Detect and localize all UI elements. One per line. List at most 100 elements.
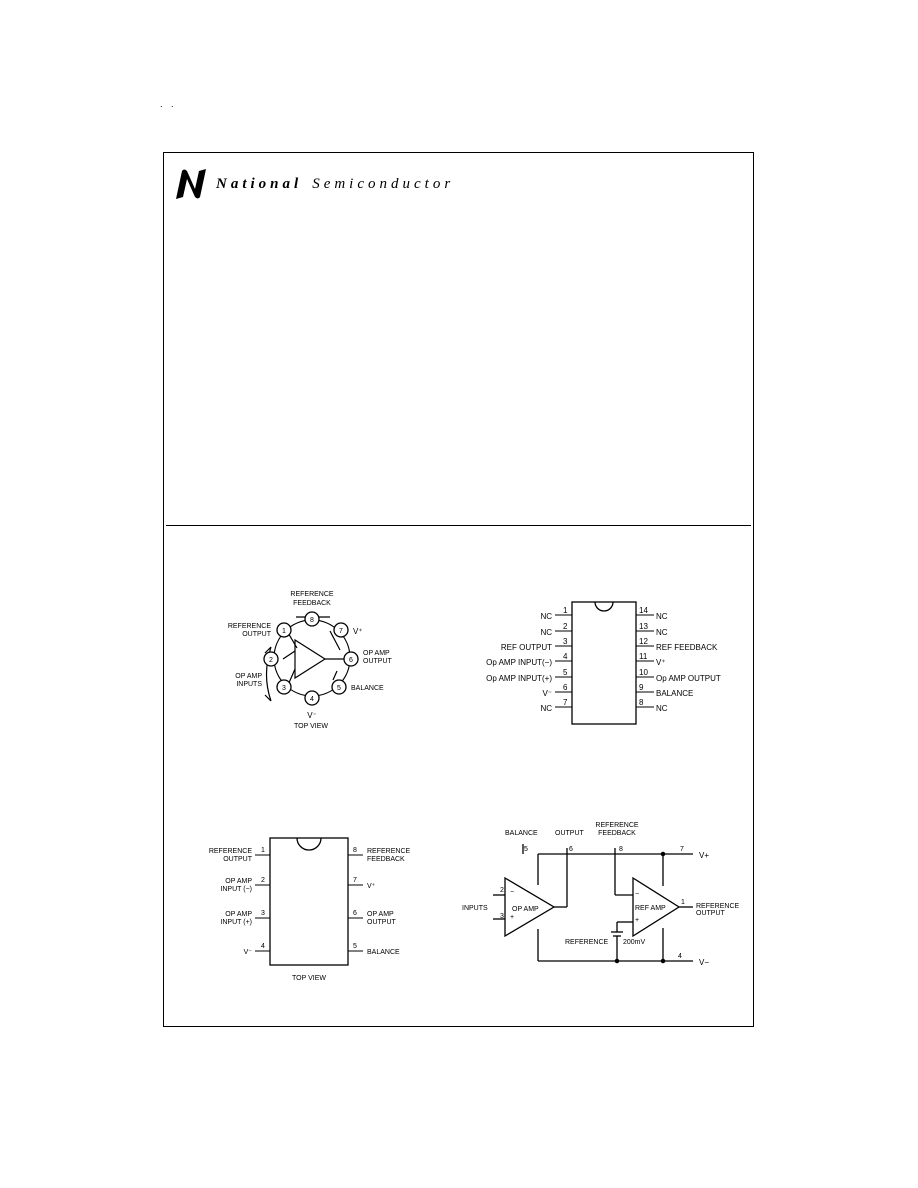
sch-pin2: 2 [500, 887, 504, 894]
round-package-diagram: REFERENCE FEEDBACK REFERENCE OUTPUT V⁺ O… [228, 591, 393, 730]
dip14-label-12: REF FEEDBACK [656, 643, 718, 652]
dip8-label-2a: OP AMP [225, 878, 252, 885]
dip8-label-8b: FEEDBACK [367, 856, 405, 863]
dip8-label-1b: OUTPUT [223, 856, 253, 863]
pin-5: 5 [337, 685, 341, 692]
dip8-label-4a: V⁻ [244, 949, 253, 956]
dip14-label-11: V⁺ [656, 658, 666, 667]
sch-ref-feedback-2: FEEDBACK [598, 830, 636, 837]
label-ref-feedback-2: FEEDBACK [293, 600, 331, 607]
corner-mark: . . [160, 99, 177, 109]
dip14-pin-11: 11 [639, 652, 648, 661]
dip8-pin-5: 5 [353, 943, 357, 950]
label-op-out-1: OP AMP [363, 650, 390, 657]
sch-pin3: 3 [500, 913, 504, 920]
label-balance: BALANCE [351, 685, 384, 692]
dip14-pin-8: 8 [639, 698, 644, 707]
dip14-body [571, 601, 637, 725]
brand-name-regular: Semiconductor [312, 175, 455, 192]
section-divider [166, 525, 751, 526]
brand-name: National Semiconductor [216, 176, 454, 193]
pin-6: 6 [349, 657, 353, 664]
label-vminus: V⁻ [307, 711, 317, 720]
sch-refamp-plus: + [635, 917, 639, 924]
dip8-pin-8: 8 [353, 847, 357, 854]
label-ref-output-1: REFERENCE [228, 623, 272, 630]
dip14-label-3: REF OUTPUT [501, 643, 552, 652]
label-top-view: TOP VIEW [294, 723, 328, 730]
dip14-pin-1: 1 [563, 606, 568, 615]
dip14-pin-5: 5 [563, 668, 568, 677]
dip14-pin-6: 6 [563, 683, 568, 692]
sch-op-amp: OP AMP [512, 906, 539, 913]
sch-wiring [493, 844, 693, 964]
dip14-pin-13: 13 [639, 622, 648, 631]
sch-pin5: 5 [524, 846, 528, 853]
dip8-pin-3: 3 [261, 910, 265, 917]
sch-output: OUTPUT [555, 830, 585, 837]
dip8-notch [296, 837, 322, 851]
dip14-notch [594, 601, 614, 612]
pin-3: 3 [282, 685, 286, 692]
dip8-label-6a: OP AMP [367, 911, 394, 918]
dip8-pin-2: 2 [261, 877, 265, 884]
dip14-label-1: NC [540, 612, 552, 621]
sch-refamp-minus: − [635, 891, 639, 898]
sch-pin4: 4 [678, 953, 682, 960]
sch-ref-output-2: OUTPUT [696, 910, 726, 917]
schematic-diagram: BALANCE OUTPUT REFERENCE FEEDBACK 5 6 8 … [462, 822, 740, 967]
dip8-diagram: 1 REFERENCE OUTPUT 2 OP AMP INPUT (−) 3 … [209, 837, 411, 982]
dip14-pin-2: 2 [563, 622, 568, 631]
pin-4: 4 [310, 696, 314, 703]
dip8-label-5a: BALANCE [367, 949, 400, 956]
dip14-label-7: NC [540, 704, 552, 713]
dip14-pin-4: 4 [563, 652, 568, 661]
dip8-pin-6: 6 [353, 910, 357, 917]
dip14-pin-12: 12 [639, 637, 648, 646]
sch-ref-output-1: REFERENCE [696, 903, 740, 910]
label-vplus: V⁺ [353, 627, 363, 636]
sch-vminus: V− [699, 958, 709, 967]
datasheet-frame: National Semiconductor [163, 152, 754, 1027]
dip14-pin-10: 10 [639, 668, 648, 677]
sch-pin7: 7 [680, 846, 684, 853]
sch-pin8: 8 [619, 846, 623, 853]
dip14-label-5: Op AMP INPUT(+) [486, 674, 552, 683]
label-ref-feedback-1: REFERENCE [290, 591, 334, 598]
national-logo-icon [176, 169, 206, 199]
label-op-out-2: OUTPUT [363, 658, 393, 665]
label-ref-output-2: OUTPUT [242, 631, 272, 638]
sch-opamp-plus: + [510, 914, 514, 921]
sch-inputs: INPUTS [462, 905, 488, 912]
dip14-diagram: 1 NC 2 NC 3 REF OUTPUT 4 Op AMP INPUT(−)… [486, 601, 721, 725]
sch-vplus: V+ [699, 851, 709, 860]
sch-reference: REFERENCE [565, 939, 609, 946]
pin-8: 8 [310, 617, 314, 624]
round-pins: 1 2 3 4 5 6 7 8 [263, 611, 359, 706]
sch-opamp-minus: − [510, 889, 514, 896]
dip8-label-3a: OP AMP [225, 911, 252, 918]
dip14-label-10: Op AMP OUTPUT [656, 674, 721, 683]
brand-name-bold: National [216, 175, 303, 192]
sch-voltage: 200mV [623, 939, 646, 946]
label-op-in-1: OP AMP [235, 673, 262, 680]
dip8-pin-1: 1 [261, 847, 265, 854]
pin-2: 2 [269, 657, 273, 664]
dip14-pin-7: 7 [563, 698, 568, 707]
dip8-label-2b: INPUT (−) [220, 886, 252, 893]
dip8-pin-7: 7 [353, 877, 357, 884]
sch-pin1: 1 [681, 899, 685, 906]
dip8-label-1a: REFERENCE [209, 848, 253, 855]
dip14-label-8: NC [656, 704, 668, 713]
dip14-label-2: NC [540, 628, 552, 637]
dip8-pin-4: 4 [261, 943, 265, 950]
dip14-pin-3: 3 [563, 637, 568, 646]
pin-1: 1 [282, 628, 286, 635]
pin-7: 7 [339, 628, 343, 635]
dip14-pin-14: 14 [639, 606, 648, 615]
dip14-label-14: NC [656, 612, 668, 621]
dip14-label-6: V⁻ [542, 689, 552, 698]
dip8-label-6b: OUTPUT [367, 919, 397, 926]
dip8-label-8a: REFERENCE [367, 848, 411, 855]
dip14-label-4: Op AMP INPUT(−) [486, 658, 552, 667]
